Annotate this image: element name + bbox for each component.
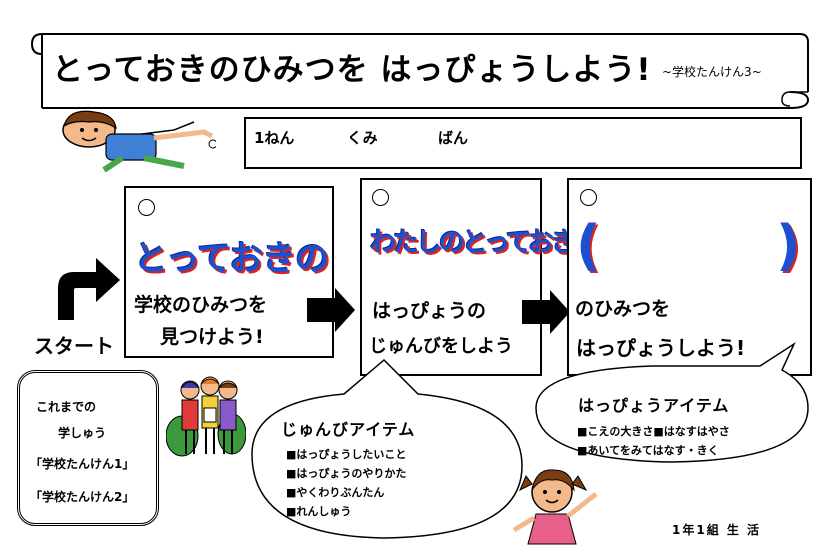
presentation-items-bubble — [535, 341, 809, 463]
step-card-2 — [360, 178, 542, 376]
step-circle-2 — [372, 189, 389, 206]
step-card-3 — [567, 178, 812, 376]
card1-headline: とっておきの — [134, 239, 329, 279]
pointing-girl-illustration — [512, 469, 598, 545]
step-circle-1 — [138, 199, 155, 216]
running-boy-illustration — [62, 110, 216, 173]
number-field-label: ばん — [438, 129, 469, 147]
start-label: スタート — [34, 334, 114, 358]
title-scroll-frame — [30, 33, 810, 109]
start-arrow-icon — [58, 258, 120, 320]
previous-learning-item-1: 「学校たんけん1」 — [30, 457, 135, 471]
prep-item-1: ■はっぴょうしたいこと — [286, 448, 407, 461]
card3-paren-open: ( — [576, 214, 601, 277]
step-circle-3 — [580, 189, 597, 206]
name-entry-box — [244, 117, 802, 169]
previous-learning-subheading: 学しゅう — [58, 426, 107, 440]
grade-label: 1ねん — [254, 129, 295, 147]
step-arrow-2-icon — [522, 290, 570, 334]
prep-item-3: ■やくわりぶんたん — [286, 486, 385, 499]
presentation-item-2: ■あいてをみてはなす・きく — [577, 444, 719, 457]
prep-items-title: じゅんびアイテム — [281, 420, 416, 439]
card2-headline: わたしのとっておき — [370, 228, 577, 258]
card2-line1: はっぴょうの — [372, 300, 487, 322]
previous-learning-heading: これまでの — [36, 400, 97, 414]
class-field-label: くみ — [347, 129, 378, 147]
page-subtitle: ~学校たんけん3~ — [662, 65, 762, 79]
page-title: とっておきのひみつを はっぴょうしよう! — [52, 52, 652, 88]
card3-paren-close: ) — [776, 214, 801, 277]
class-subject-label: 1年1組 生 活 — [672, 523, 762, 537]
card1-line2: 見つけよう! — [160, 326, 264, 348]
step-arrow-1-icon — [307, 288, 355, 332]
previous-learning-box — [17, 370, 159, 526]
children-group-illustration — [166, 376, 246, 457]
prep-items-bubble — [251, 358, 523, 539]
presentation-items-title: はっぴょうアイテム — [578, 396, 730, 415]
prep-item-2: ■はっぴょうのやりかた — [286, 467, 407, 480]
card3-line1: のひみつを — [575, 298, 671, 320]
prep-item-4: ■れんしゅう — [286, 505, 352, 518]
presentation-item-1: ■こえの大きさ■はなすはやさ — [577, 425, 730, 438]
card2-line2: じゅんびをしよう — [369, 336, 513, 357]
card1-line1: 学校のひみつを — [134, 294, 268, 316]
step-card-1 — [124, 186, 334, 358]
previous-learning-item-2: 「学校たんけん2」 — [30, 490, 135, 504]
card3-line2: はっぴょうしよう! — [576, 336, 746, 360]
